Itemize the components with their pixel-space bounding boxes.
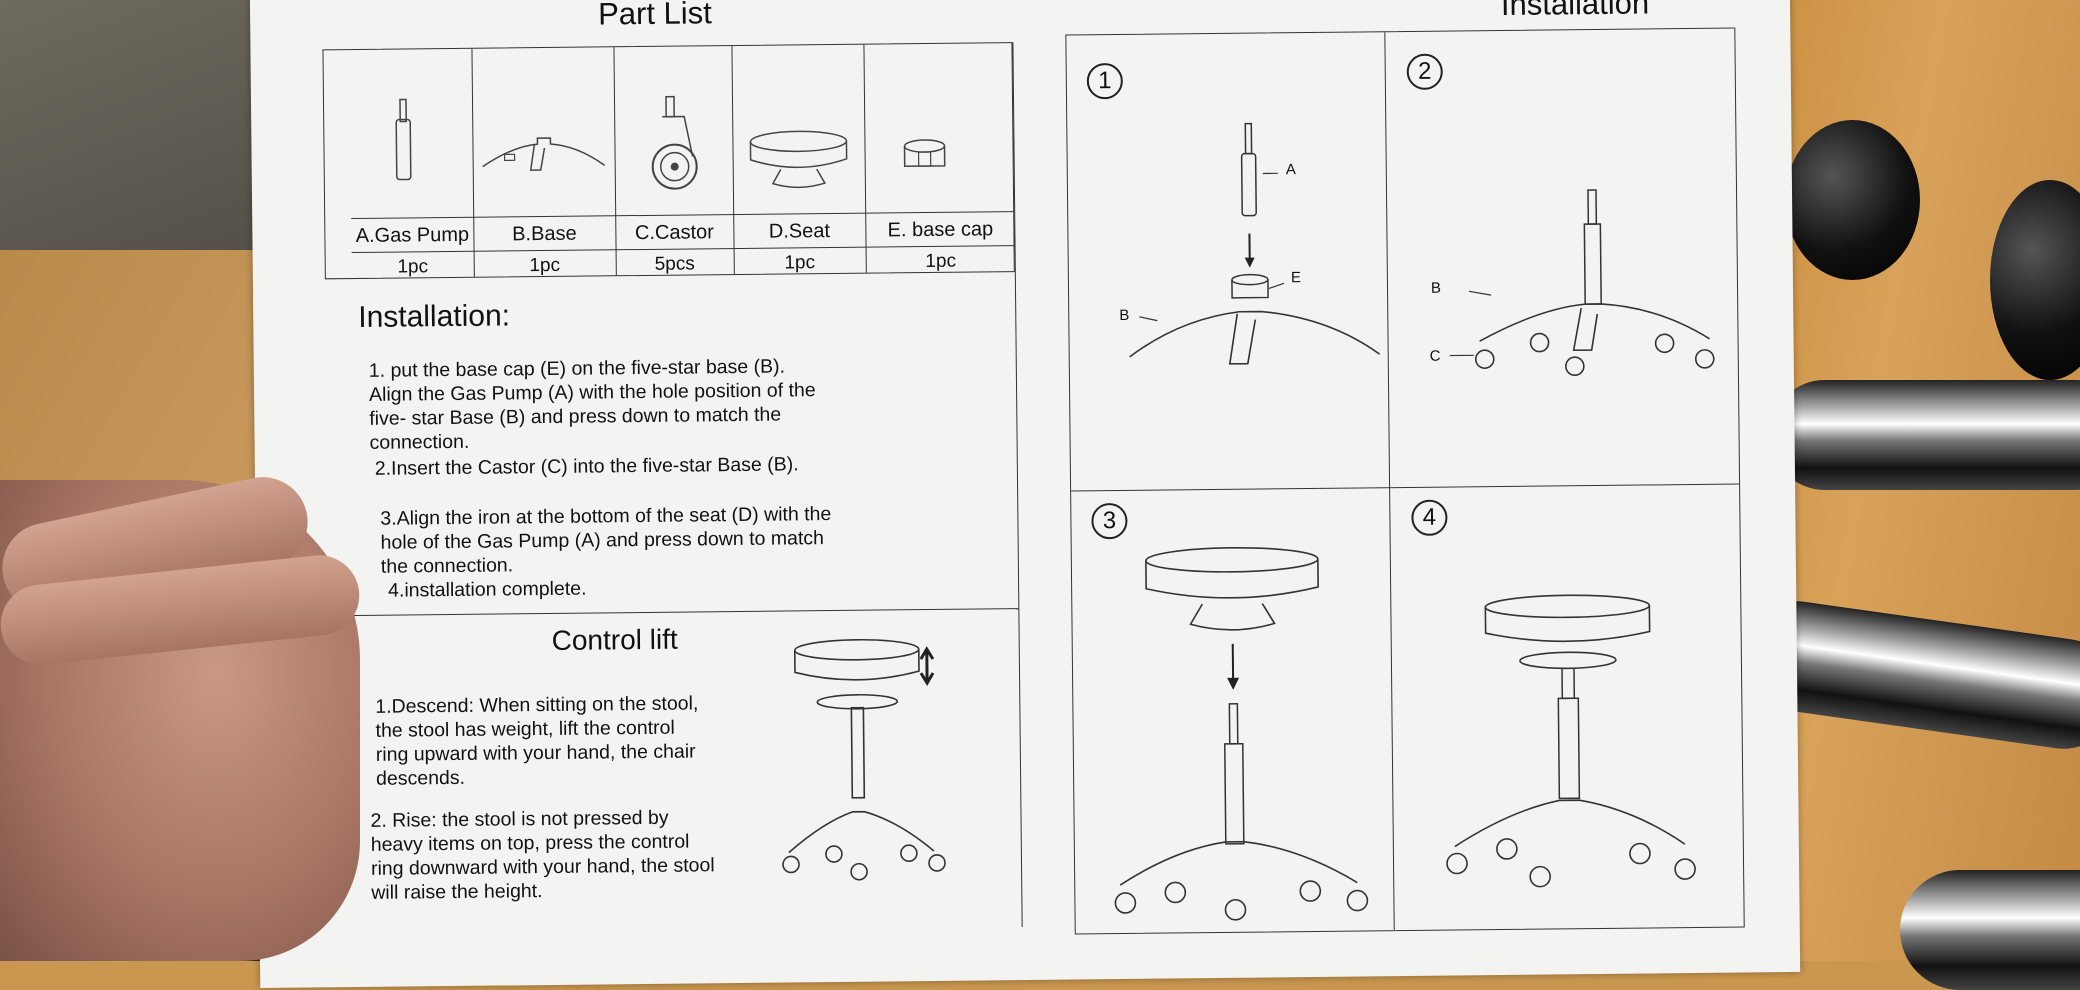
base-icon xyxy=(472,57,616,208)
seat-icon xyxy=(732,55,866,206)
section-divider xyxy=(328,608,1018,616)
step-1-illustration xyxy=(1117,122,1380,385)
control-lift-rise: 2. Rise: the stool is not pressed by hea… xyxy=(370,805,721,905)
step-4-number: 4 xyxy=(1411,500,1447,536)
installation-step-3: 3.Align the iron at the bottom of the se… xyxy=(380,502,841,579)
control-lift-heading: Control lift xyxy=(551,624,677,657)
step-3-illustration xyxy=(1092,542,1386,925)
part-name: E. base cap xyxy=(865,213,1015,247)
chrome-base-leg-photo-3 xyxy=(1900,870,2080,990)
step-2-illustration xyxy=(1428,189,1731,442)
label-b: B xyxy=(1119,307,1129,324)
gas-pump-icon xyxy=(364,59,446,210)
base-cap-icon xyxy=(864,53,1016,205)
part-name: A.Gas Pump xyxy=(351,219,473,252)
installation-step-2: 2.Insert the Castor (C) into the five-st… xyxy=(375,452,835,481)
step-2-number: 2 xyxy=(1407,54,1443,90)
chrome-base-leg-photo xyxy=(1770,380,2080,490)
part-qty: 1pc xyxy=(352,253,474,282)
part-list-table: A.Gas Pump B.Base C.Castor D.Seat E. bas… xyxy=(322,42,1014,279)
label-a: A xyxy=(1286,161,1296,178)
part-qty: 5pcs xyxy=(616,250,734,279)
castor-icon xyxy=(614,56,734,207)
installation-diagram: 1 2 3 4 A E B xyxy=(1065,28,1744,935)
instruction-sheet: Part List xyxy=(250,0,1800,988)
installation-step-1: 1. put the base cap (E) on the five-star… xyxy=(369,354,830,455)
part-qty: 1pc xyxy=(474,251,616,280)
label-e: E xyxy=(1291,269,1301,286)
step-4-illustration xyxy=(1412,589,1725,912)
part-qty: 1pc xyxy=(734,249,866,278)
step-3-number: 3 xyxy=(1091,503,1127,539)
castor-wheel-photo xyxy=(1785,120,1920,280)
part-qty: 1pc xyxy=(866,247,1016,277)
step-1-number: 1 xyxy=(1087,63,1123,99)
label-b-step2: B xyxy=(1431,280,1441,297)
installation-heading: Installation: xyxy=(358,299,510,335)
label-c: C xyxy=(1430,348,1441,365)
part-name: C.Castor xyxy=(615,216,733,249)
control-lift-descend: 1.Descend: When sitting on the stool, th… xyxy=(375,691,706,790)
part-name: D.Seat xyxy=(733,215,865,248)
control-lift-stool-illustration xyxy=(777,630,1020,922)
part-list-title: Part List xyxy=(598,0,712,32)
part-name: B.Base xyxy=(473,217,615,250)
installation-step-4: 4.installation complete. xyxy=(388,574,828,603)
